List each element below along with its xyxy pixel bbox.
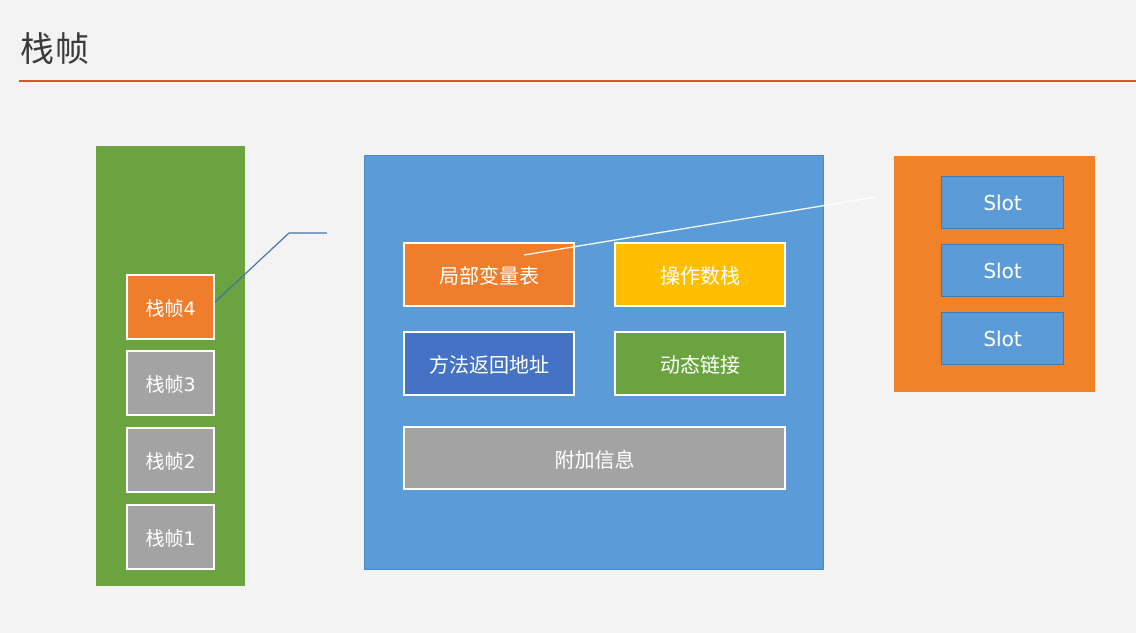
stack-frame-4: 栈帧4 [126, 274, 215, 340]
stack-frame-1: 栈帧1 [126, 504, 215, 570]
slot-3: Slot [941, 312, 1064, 365]
slot-1: Slot [941, 176, 1064, 229]
local-variable-table: 局部变量表 [403, 242, 575, 307]
title-underline [19, 80, 1136, 82]
method-return-address: 方法返回地址 [403, 331, 575, 396]
operand-stack: 操作数栈 [614, 242, 786, 307]
slot-2: Slot [941, 244, 1064, 297]
page-title: 栈帧 [20, 30, 90, 70]
dynamic-linking: 动态链接 [614, 331, 786, 396]
additional-info: 附加信息 [403, 426, 786, 490]
stack-frame-3: 栈帧3 [126, 350, 215, 416]
stack-frame-2: 栈帧2 [126, 427, 215, 493]
